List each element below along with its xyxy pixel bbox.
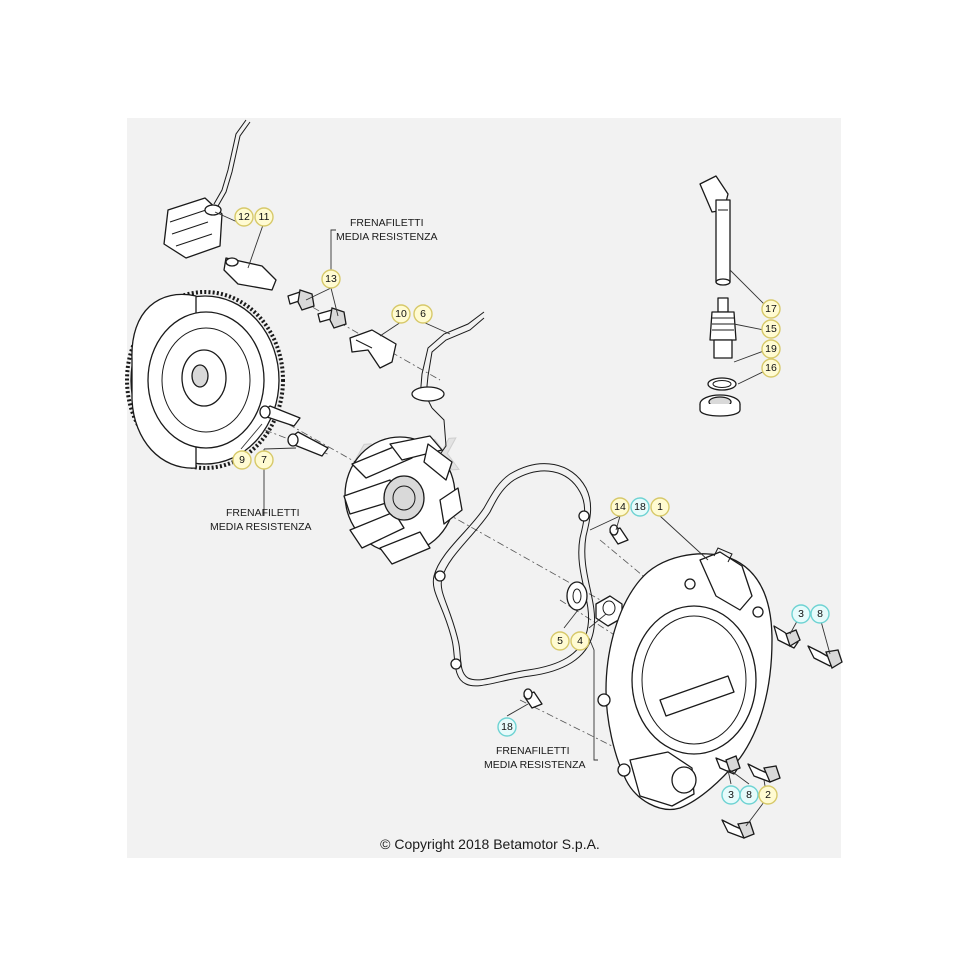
callout-5: 5	[550, 631, 570, 651]
svg-text:FRENAFILETTI: FRENAFILETTI	[496, 745, 570, 757]
spark-plug	[709, 297, 737, 359]
svg-text:6: 6	[420, 308, 426, 320]
svg-text:7: 7	[261, 454, 267, 466]
svg-text:MEDIA RESISTENZA: MEDIA RESISTENZA	[336, 231, 438, 243]
sensor-grommet	[223, 257, 277, 291]
spark-plug-cap	[699, 175, 731, 286]
callout-19: 19	[761, 339, 781, 359]
leader-lines	[214, 211, 831, 827]
cover-bolt-bottom-3	[721, 819, 755, 839]
cable-clamp	[349, 329, 397, 369]
callout-18-bottom: 18	[497, 717, 517, 737]
threadlock-note-top: FRENAFILETTI MEDIA RESISTENZA	[336, 217, 438, 243]
callout-8-bottom: 8	[739, 785, 759, 805]
flywheel-bolt-2	[287, 431, 329, 457]
washer	[566, 581, 588, 611]
cover-bolt-top-2	[807, 645, 843, 669]
copyright-notice: © Copyright 2018 Betamotor S.p.A.	[380, 836, 600, 852]
svg-text:8: 8	[746, 789, 752, 801]
dowel-pin-lower	[523, 688, 543, 709]
svg-text:9: 9	[239, 454, 245, 466]
svg-text:1: 1	[657, 501, 663, 513]
spark-plug-washer	[707, 377, 737, 391]
stator-cable	[411, 311, 485, 461]
svg-text:14: 14	[614, 501, 626, 513]
svg-text:8: 8	[817, 608, 823, 620]
callout-9: 9	[232, 450, 252, 470]
callout-11: 11	[254, 207, 274, 227]
callout-12: 12	[234, 207, 254, 227]
flywheel	[125, 290, 285, 470]
callout-10: 10	[391, 304, 411, 324]
callout-7: 7	[254, 450, 274, 470]
svg-text:18: 18	[634, 501, 646, 513]
cover-gasket	[432, 463, 596, 687]
pickup-sensor	[163, 119, 251, 259]
callout-badges: 12 11 13 10 6 9 7 17 15 19 16 14 18 1 3 …	[232, 207, 830, 805]
svg-text:13: 13	[325, 273, 337, 285]
callout-15: 15	[761, 319, 781, 339]
svg-text:16: 16	[765, 362, 777, 374]
svg-text:10: 10	[395, 308, 407, 320]
callout-1: 1	[650, 497, 670, 517]
sensor-bolt-2	[317, 307, 347, 329]
cover-bolt-top-1	[773, 625, 801, 649]
dowel-pin-upper	[609, 524, 629, 545]
svg-text:3: 3	[728, 789, 734, 801]
stator	[343, 435, 463, 565]
cover-bolt-bottom-2	[747, 763, 781, 783]
callout-18-top: 18	[630, 497, 650, 517]
callout-3-bottom: 3	[721, 785, 741, 805]
svg-text:2: 2	[765, 789, 771, 801]
callout-4: 4	[570, 631, 590, 651]
sensor-bolt-1	[287, 289, 315, 311]
svg-text:FRENAFILETTI: FRENAFILETTI	[226, 507, 300, 519]
callout-2: 2	[758, 785, 778, 805]
callout-17: 17	[761, 299, 781, 319]
callout-16: 16	[761, 358, 781, 378]
spark-plug-seal	[699, 394, 741, 417]
svg-text:3: 3	[798, 608, 804, 620]
callout-13: 13	[321, 269, 341, 289]
callout-3-top: 3	[791, 604, 811, 624]
svg-text:MEDIA RESISTENZA: MEDIA RESISTENZA	[484, 759, 586, 771]
svg-text:18: 18	[501, 721, 513, 733]
threadlock-note-left: FRENAFILETTI MEDIA RESISTENZA	[210, 507, 312, 533]
callout-8-top: 8	[810, 604, 830, 624]
cover-bolt-bottom-1	[715, 755, 741, 775]
svg-text:17: 17	[765, 303, 777, 315]
svg-text:5: 5	[557, 635, 563, 647]
threadlock-note-bottom: FRENAFILETTI MEDIA RESISTENZA	[484, 745, 586, 771]
svg-text:15: 15	[765, 323, 777, 335]
svg-text:19: 19	[765, 343, 777, 355]
svg-text:4: 4	[577, 635, 583, 647]
svg-text:12: 12	[238, 211, 250, 223]
callout-6: 6	[413, 304, 433, 324]
ignition-cover: Beta	[597, 547, 773, 810]
flywheel-bolt-1	[259, 405, 301, 427]
callout-14: 14	[610, 497, 630, 517]
svg-text:FRENAFILETTI: FRENAFILETTI	[350, 217, 424, 229]
svg-text:11: 11	[259, 211, 270, 223]
svg-text:MEDIA RESISTENZA: MEDIA RESISTENZA	[210, 521, 312, 533]
